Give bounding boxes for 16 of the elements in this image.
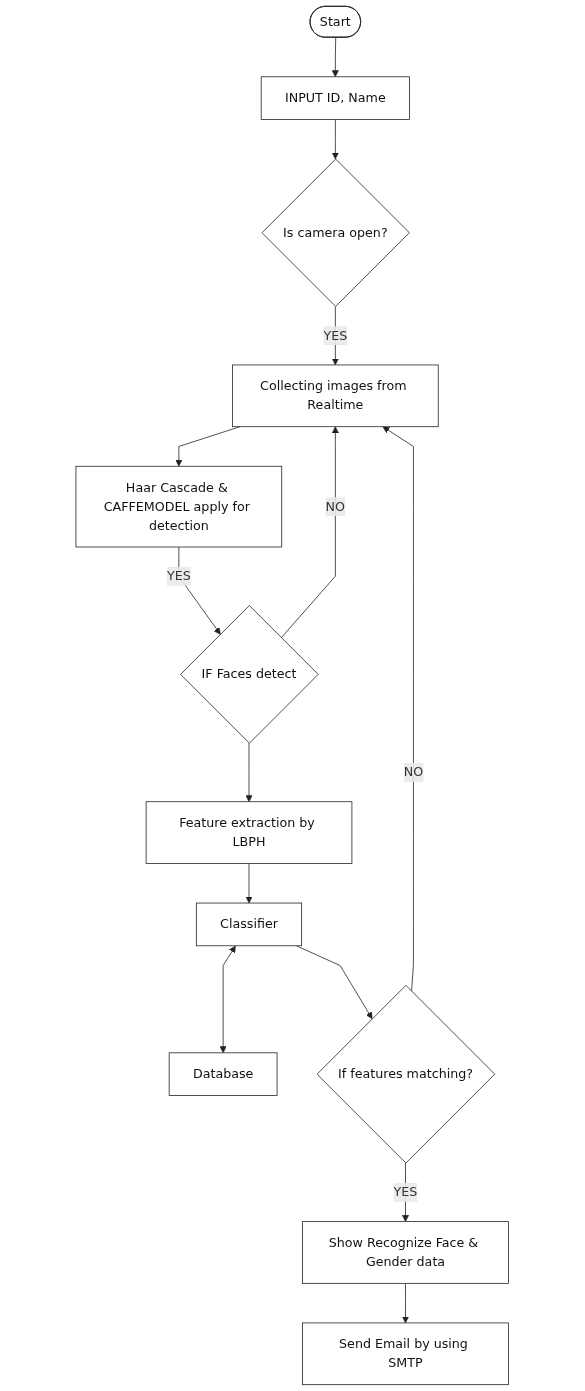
edge-label: YES (323, 327, 348, 343)
edge-label: YES (393, 1184, 418, 1200)
node-box: Classifier (196, 902, 303, 947)
node-box: Feature extraction by LBPH (146, 801, 353, 864)
node-box: Show Recognize Face & Gender data (302, 1221, 510, 1284)
node-diamond: Is camera open? (262, 158, 411, 307)
node-diamond: IF Faces detect (180, 605, 319, 744)
edge-label: NO (404, 764, 424, 780)
node-diamond: If features matching? (317, 984, 496, 1164)
node-box: Collecting images from Realtime (232, 364, 439, 428)
edge-label: YES (167, 568, 192, 584)
node-box: INPUT ID, Name (261, 76, 411, 120)
node-box: Database (169, 1052, 278, 1096)
node-box: Haar Cascade & CAFFEMODEL apply for detection (75, 465, 283, 548)
edge-label: NO (325, 498, 346, 514)
node-box: Send Email by using SMTP (302, 1322, 510, 1386)
